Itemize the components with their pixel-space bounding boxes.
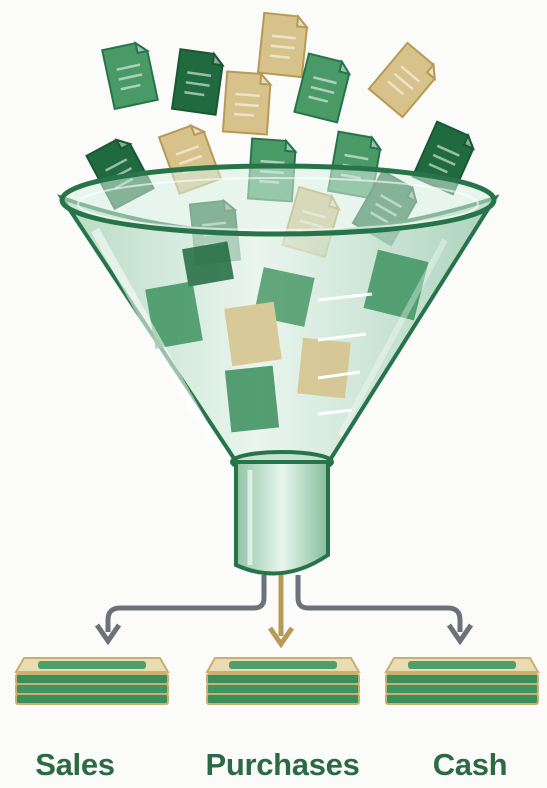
money-stacks bbox=[16, 658, 538, 704]
output-label-cash: Cash bbox=[405, 745, 535, 785]
arrow-icons bbox=[97, 575, 471, 644]
document-icon bbox=[102, 41, 158, 109]
arrow-icon bbox=[108, 575, 264, 632]
document-icon bbox=[172, 49, 224, 115]
output-label-purchases: Purchases bbox=[190, 745, 375, 785]
money-stack-icon bbox=[207, 658, 359, 704]
money-stack-icon bbox=[16, 658, 168, 704]
document-icon bbox=[223, 72, 271, 135]
output-label-sales: Sales bbox=[10, 745, 140, 785]
document-icon bbox=[369, 43, 441, 117]
arrow-icon bbox=[298, 575, 460, 632]
funnel-icon bbox=[62, 166, 495, 573]
money-stack-icon bbox=[386, 658, 538, 704]
document-icon bbox=[258, 13, 308, 77]
